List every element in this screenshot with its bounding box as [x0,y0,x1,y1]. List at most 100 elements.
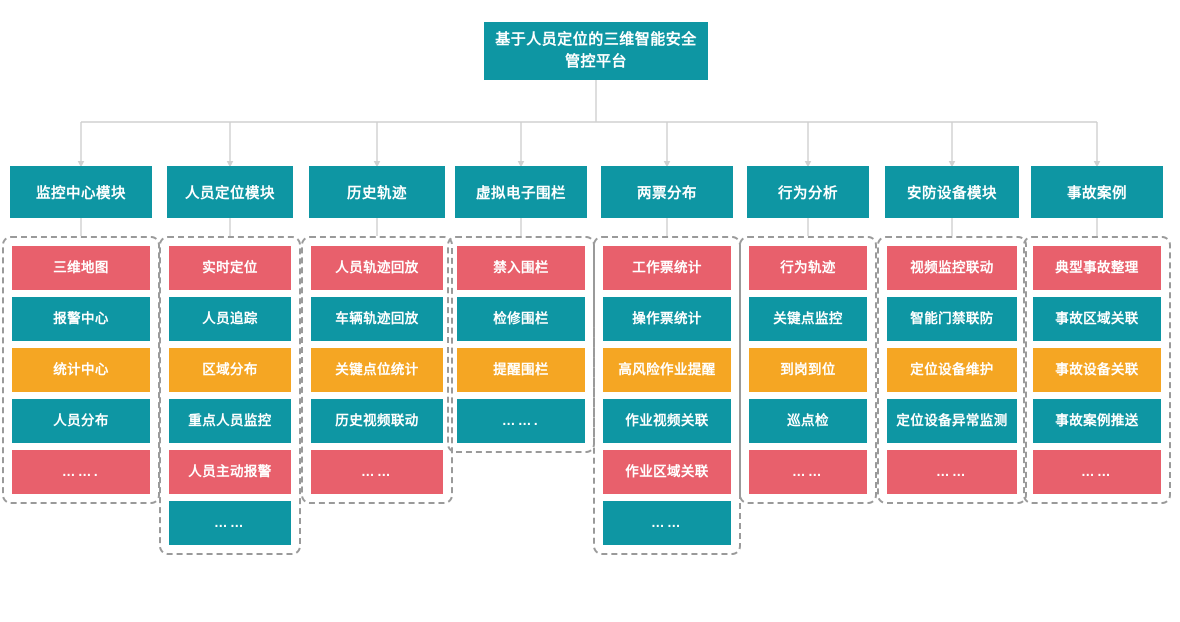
feature-list: 视频监控联动智能门禁联防定位设备维护定位设备异常监测 …… [887,246,1017,494]
feature-item[interactable]: 定位设备维护 [887,348,1017,392]
feature-item[interactable]: 典型事故整理 [1033,246,1161,290]
feature-item-label: 区域分布 [202,361,258,377]
feature-item[interactable]: 人员轨迹回放 [311,246,443,290]
feature-item-label: …… [214,514,246,530]
feature-item[interactable]: 视频监控联动 [887,246,1017,290]
feature-item-ellipsis[interactable]: ……. [12,450,150,494]
feature-item[interactable]: 作业视频关联 [603,399,731,443]
feature-item-label: 实时定位 [202,259,258,275]
module-column: 历史轨迹人员轨迹回放车辆轨迹回放关键点位统计历史视频联动 …… [301,166,453,504]
feature-item[interactable]: 操作票统计 [603,297,731,341]
module-header-7[interactable]: 安防设备模块 [885,166,1019,218]
feature-item[interactable]: 作业区域关联 [603,450,731,494]
module-group-box: 三维地图报警中心统计中心人员分布 ……. [2,236,160,504]
feature-item-label: 定位设备维护 [910,361,994,377]
feature-list: 禁入围栏检修围栏提醒围栏 ……. [457,246,585,443]
module-column: 事故案例典型事故整理事故区域关联事故设备关联事故案例推送 …… [1023,166,1171,504]
feature-item[interactable]: 报警中心 [12,297,150,341]
feature-item[interactable]: 事故区域关联 [1033,297,1161,341]
feature-item[interactable]: 行为轨迹 [749,246,867,290]
feature-item-label: 提醒围栏 [493,361,549,377]
feature-item-label: 智能门禁联防 [910,310,994,326]
feature-item-label: …… [361,463,393,479]
feature-item-ellipsis[interactable]: …… [169,501,291,545]
feature-item-ellipsis[interactable]: …… [749,450,867,494]
feature-item-ellipsis[interactable]: …… [603,501,731,545]
feature-item[interactable]: 实时定位 [169,246,291,290]
feature-list: 三维地图报警中心统计中心人员分布 ……. [12,246,150,494]
feature-item[interactable]: 历史视频联动 [311,399,443,443]
module-header-label: 事故案例 [1067,185,1127,202]
feature-item[interactable]: 检修围栏 [457,297,585,341]
feature-item[interactable]: 统计中心 [12,348,150,392]
feature-item-label: 工作票统计 [632,259,702,275]
feature-item-label: 高风险作业提醒 [618,361,716,377]
feature-item-label: 人员主动报警 [188,463,272,479]
feature-item-label: 作业视频关联 [625,412,709,428]
feature-item[interactable]: 三维地图 [12,246,150,290]
feature-item-label: 三维地图 [53,259,109,275]
feature-item-label: 事故设备关联 [1055,361,1139,377]
module-header-label: 虚拟电子围栏 [476,185,566,202]
feature-item[interactable]: 事故设备关联 [1033,348,1161,392]
module-header-5[interactable]: 两票分布 [601,166,733,218]
feature-item[interactable]: 定位设备异常监测 [887,399,1017,443]
module-group-box: 视频监控联动智能门禁联防定位设备维护定位设备异常监测 …… [877,236,1027,504]
feature-item-label: 操作票统计 [632,310,702,326]
feature-item-label: 人员轨迹回放 [335,259,419,275]
feature-item[interactable]: 人员追踪 [169,297,291,341]
feature-item-label: …… [1081,463,1113,479]
feature-item-label: ……. [501,412,541,428]
module-column: 两票分布工作票统计操作票统计高风险作业提醒作业视频关联作业区域关联 …… [593,166,741,555]
module-column: 安防设备模块视频监控联动智能门禁联防定位设备维护定位设备异常监测 …… [877,166,1027,504]
feature-item-ellipsis[interactable]: …… [1033,450,1161,494]
feature-item[interactable]: 禁入围栏 [457,246,585,290]
module-header-1[interactable]: 监控中心模块 [10,166,152,218]
feature-item-label: 事故案例推送 [1055,412,1139,428]
feature-item-label: 报警中心 [53,310,109,326]
feature-item-ellipsis[interactable]: …… [311,450,443,494]
module-header-8[interactable]: 事故案例 [1031,166,1163,218]
feature-item-label: 关键点位统计 [335,361,419,377]
feature-item-label: 统计中心 [53,361,109,377]
feature-item-ellipsis[interactable]: …… [887,450,1017,494]
module-header-2[interactable]: 人员定位模块 [167,166,293,218]
module-column: 虚拟电子围栏禁入围栏检修围栏提醒围栏 ……. [447,166,595,453]
feature-item-label: …… [792,463,824,479]
feature-item-label: …… [651,514,683,530]
feature-item[interactable]: 人员主动报警 [169,450,291,494]
feature-list: 工作票统计操作票统计高风险作业提醒作业视频关联作业区域关联 …… [603,246,731,545]
feature-list: 实时定位人员追踪区域分布重点人员监控人员主动报警 …… [169,246,291,545]
feature-item-label: 检修围栏 [493,310,549,326]
feature-item[interactable]: 关键点位统计 [311,348,443,392]
feature-item[interactable]: 人员分布 [12,399,150,443]
feature-item[interactable]: 提醒围栏 [457,348,585,392]
module-header-4[interactable]: 虚拟电子围栏 [455,166,587,218]
module-header-6[interactable]: 行为分析 [747,166,869,218]
feature-item[interactable]: 区域分布 [169,348,291,392]
feature-item-label: 历史视频联动 [335,412,419,428]
feature-item[interactable]: 巡点检 [749,399,867,443]
feature-item-label: 到岗到位 [780,361,836,377]
feature-item[interactable]: 车辆轨迹回放 [311,297,443,341]
feature-item[interactable]: 高风险作业提醒 [603,348,731,392]
feature-item[interactable]: 到岗到位 [749,348,867,392]
feature-item-label: 巡点检 [787,412,829,428]
feature-item[interactable]: 关键点监控 [749,297,867,341]
feature-item[interactable]: 工作票统计 [603,246,731,290]
feature-item[interactable]: 事故案例推送 [1033,399,1161,443]
module-header-label: 安防设备模块 [907,185,997,202]
feature-item-ellipsis[interactable]: ……. [457,399,585,443]
feature-item-label: …… [936,463,968,479]
module-group-box: 禁入围栏检修围栏提醒围栏 ……. [447,236,595,453]
module-header-3[interactable]: 历史轨迹 [309,166,445,218]
feature-item[interactable]: 重点人员监控 [169,399,291,443]
feature-item-label: 人员分布 [53,412,109,428]
module-group-box: 人员轨迹回放车辆轨迹回放关键点位统计历史视频联动 …… [301,236,453,504]
feature-item-label: 定位设备异常监测 [896,412,1008,428]
feature-item[interactable]: 智能门禁联防 [887,297,1017,341]
module-header-label: 历史轨迹 [347,185,407,202]
feature-item-label: 禁入围栏 [493,259,549,275]
feature-item-label: 行为轨迹 [780,259,836,275]
feature-list: 行为轨迹关键点监控到岗到位巡点检 …… [749,246,867,494]
